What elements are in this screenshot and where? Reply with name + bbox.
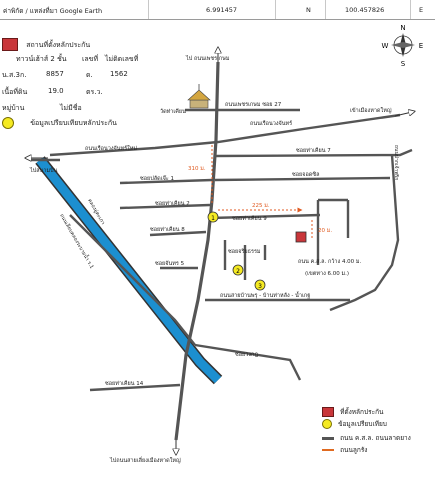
header-divider	[275, 0, 276, 19]
label-road-width-2: (เขตทาง 6.00 ม.)	[305, 271, 349, 277]
building-type: ทาวน์เฮ้าส์ 2 ชั้น	[16, 55, 67, 63]
header-lon-dir: E	[419, 6, 424, 14]
area-label: เนื้อที่ดิน	[2, 88, 28, 96]
temple-icon	[187, 84, 211, 109]
compare-swatch	[2, 117, 14, 129]
header-longitude: 100.457826	[345, 6, 385, 14]
label-soi-jaroenrat5: ซอยจันทร 5	[155, 260, 185, 267]
header-divider	[148, 0, 149, 19]
label-road-width-1: ถนน ค.ส.ล. กว้าง 4.00 ม.	[298, 258, 362, 265]
legend-road-swatch	[322, 436, 334, 440]
label-soi-thakhian14: ซอยท่าเคียน 14	[105, 380, 144, 387]
road-thakhian2	[119, 203, 211, 210]
legend-dirt-swatch	[322, 449, 334, 451]
label-suanpak-left: ถนนเรือนวงจันทร์ใหม่	[85, 145, 137, 152]
header-divider	[410, 0, 411, 19]
compare-marker-1	[207, 211, 219, 223]
compare-marker-3-label: 3	[258, 283, 262, 290]
number-value: ไม่ติดเลขที่	[105, 55, 139, 63]
legend-compare-swatch	[322, 419, 332, 429]
compare-label: ข้อมูลเปรียบเทียบหลักประกัน	[30, 119, 117, 127]
legend-property-label: ที่ตั้งหลักประกัน	[340, 408, 384, 416]
label-dist-310: 310 ม.	[188, 166, 206, 172]
canal-side-road	[69, 214, 196, 346]
compass-s: S	[401, 60, 406, 68]
label-soi-palad: ซอยปลัดเจ๊ะ 1	[140, 175, 174, 182]
compass-n: N	[400, 24, 405, 32]
header-latitude: 6.991457	[206, 6, 238, 14]
header-divider	[325, 0, 326, 19]
area-value: 19.0	[48, 87, 64, 95]
map-legend: ที่ตั้งหลักประกัน ข้อมูลเปรียบเทียบ ถนน …	[322, 405, 434, 475]
label-soi-thakhian7: ซอยท่าเคียน 7	[296, 147, 331, 154]
header-source: ค่าพิกัด / แหล่งที่มา Google Earth	[3, 7, 103, 15]
label-main-road: ถนนสายบ้านพรุ - บ้านท่าหลัง - น้ำเกฐ	[220, 291, 310, 299]
road-right-vertical	[329, 154, 400, 312]
deed-label: น.ส.3ก.	[2, 71, 27, 79]
label-phetkasem-soi27: ถนนเพชรเกษม ซอย 27	[225, 101, 282, 108]
road-thakhian14	[89, 383, 181, 392]
legend-compare-label: ข้อมูลเปรียบเทียบ	[338, 420, 387, 428]
legend-property-swatch	[322, 407, 334, 417]
deed-value: 8857	[46, 70, 64, 78]
property-info-legend: สถานที่ตั้งหลักประกัน ทาวน์เฮ้าส์ 2 ชั้น…	[2, 30, 138, 130]
road-palad	[119, 178, 213, 185]
label-dist-20: 20 ม.	[318, 228, 332, 234]
road-thakhian8	[149, 230, 207, 237]
label-soi-thakhian2: ซอยท่าเคียน 2	[155, 200, 190, 207]
deed-sub-label: ด.	[86, 71, 93, 79]
compass-icon	[391, 33, 415, 57]
compare-marker-2	[232, 264, 244, 276]
road-thakhian7	[214, 148, 413, 158]
property-marker	[295, 231, 307, 243]
label-dist-225: 225 ม.	[252, 203, 270, 209]
village-label: หมู่บ้าน	[2, 104, 25, 112]
property-swatch	[2, 38, 18, 51]
label-soi-thakhian9: ซอยท่าเคียน 9	[232, 215, 267, 222]
road-thakhian9	[209, 213, 321, 220]
deed-sub-value: 1562	[110, 70, 128, 78]
canal	[36, 157, 222, 384]
property-label: สถานที่ตั้งหลักประกัน	[26, 40, 91, 49]
compare-marker-2-label: 2	[236, 268, 240, 275]
compare-marker-3	[254, 279, 266, 291]
compass-e: E	[419, 42, 423, 50]
label-temple: วัดท่าเคียน	[160, 108, 186, 115]
road-wongkrit	[194, 343, 302, 381]
label-soi-jodsin: ซอยจอดซิล	[292, 171, 319, 178]
label-soi-thakhian8: ซอยท่าเคียน 8	[150, 226, 185, 233]
label-bottom-arrow: ไปถนนสายเลี่ยงเมืองหาดใหญ่	[109, 456, 181, 464]
road-jodsin	[214, 176, 391, 182]
label-suanpak-top: ถนนเรือนวงจันทร์	[250, 120, 292, 127]
label-road-top-arrow: ไป ถนนเพชรเกษม	[185, 55, 230, 62]
label-to-airport: ไปสนามบิน	[29, 167, 58, 174]
main-ns-road	[174, 61, 220, 441]
label-to-market: เข้าเมืองหาดใหญ่	[350, 107, 392, 114]
label-road-right: ถนนปากเจ้าพริก	[393, 145, 400, 180]
road-suanpak	[49, 113, 401, 157]
village-value: ไม่มีชื่อ	[60, 104, 82, 112]
compare-marker-1-label: 1	[211, 215, 215, 222]
label-soi-wongkrit: ซอยวงกฎ	[235, 351, 258, 358]
header-bar: ค่าพิกัด / แหล่งที่มา Google Earth 6.991…	[0, 0, 435, 20]
area-unit: ตร.ว.	[86, 88, 103, 96]
header-lat-dir: N	[306, 6, 311, 14]
east-arrow-icon	[394, 112, 412, 117]
number-label: เลขที่	[82, 55, 99, 63]
legend-road-label: ถนน ค.ส.ล. ถนนลาดยาง	[340, 434, 411, 442]
legend-dirt-label: ถนนลูกรัง	[340, 446, 368, 454]
compass-w: W	[382, 42, 389, 50]
label-soi-jariyatham: ซอยจริยธรรม	[228, 248, 261, 255]
